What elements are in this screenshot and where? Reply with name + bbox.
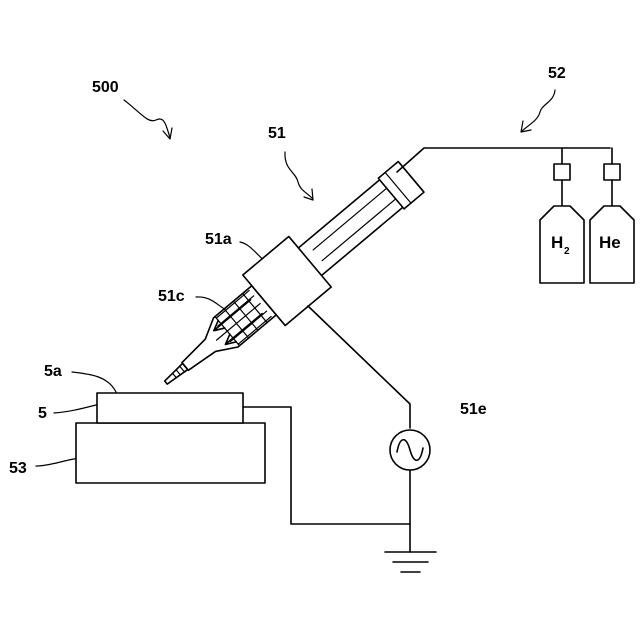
label-plasma-nozzle: 51c	[158, 288, 185, 305]
hydrogen-subscript: 2	[564, 246, 570, 257]
arrow-torch	[285, 152, 313, 200]
plasma-jet	[163, 363, 187, 385]
leader-workpiece-surface	[72, 372, 116, 392]
workpiece	[97, 393, 243, 423]
torch-body	[145, 152, 433, 408]
leader-workpiece	[54, 404, 100, 413]
hydrogen-symbol: H	[551, 233, 563, 252]
leader-stage	[36, 458, 80, 466]
ac-source	[390, 430, 430, 470]
hydrogen-cylinder: H 2	[540, 206, 584, 283]
ground-icon	[385, 552, 436, 572]
helium-valve	[604, 164, 620, 180]
leader-plasma-nozzle	[196, 297, 226, 310]
gas-line	[397, 148, 612, 172]
label-electrode-block: 51a	[205, 231, 232, 248]
label-gas-supply: 52	[548, 65, 566, 82]
label-system: 500	[92, 79, 119, 96]
label-torch: 51	[268, 125, 286, 142]
label-stage: 53	[9, 460, 27, 477]
label-workpiece-surface: 5a	[44, 363, 62, 380]
stage	[76, 423, 265, 483]
circuit-wiring	[243, 306, 410, 552]
helium-symbol: He	[599, 233, 621, 252]
label-workpiece: 5	[38, 405, 47, 422]
hydrogen-valve	[554, 164, 570, 180]
label-ac-source: 51e	[460, 401, 487, 418]
helium-cylinder: He	[590, 206, 634, 283]
arrow-gas-supply	[521, 90, 555, 132]
arrow-system	[124, 100, 172, 139]
